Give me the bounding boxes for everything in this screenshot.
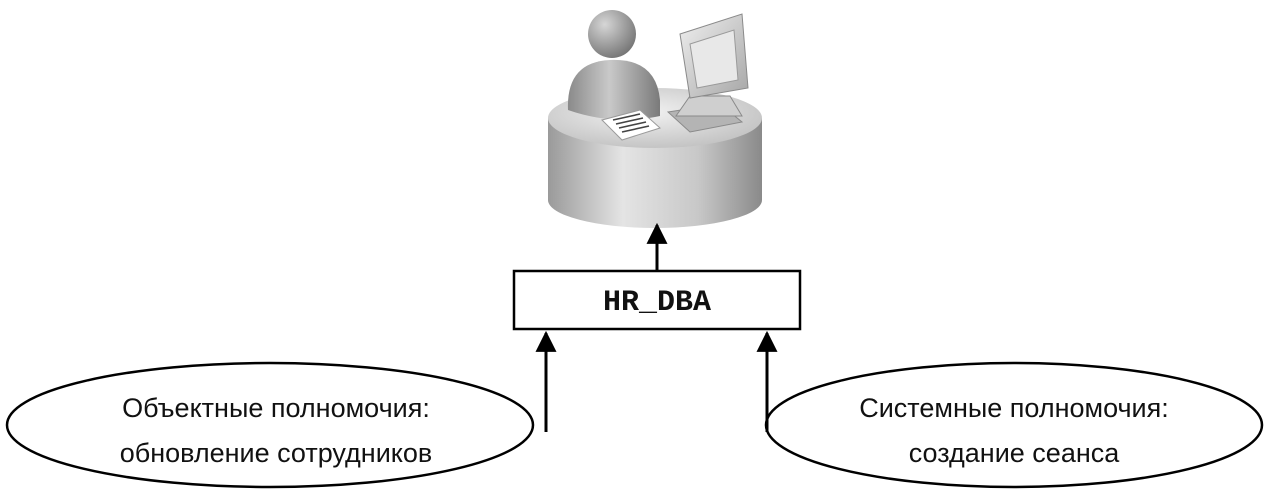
user-at-workstation-icon — [548, 10, 762, 228]
role-name: HR_DBA — [603, 286, 711, 320]
role-box: HR_DBA — [512, 269, 802, 331]
object-privileges-line1: Объектные полномочия: — [122, 393, 430, 423]
object-privileges-line2: обновление сотрудников — [120, 438, 433, 468]
system-privileges-line1: Системные полномочия: — [859, 393, 1169, 423]
system-privileges-ellipse: Системные полномочия: создание сеанса — [764, 361, 1264, 489]
system-privileges-line2: создание сеанса — [909, 438, 1121, 468]
object-privileges-ellipse: Объектные полномочия: обновление сотрудн… — [5, 361, 535, 489]
